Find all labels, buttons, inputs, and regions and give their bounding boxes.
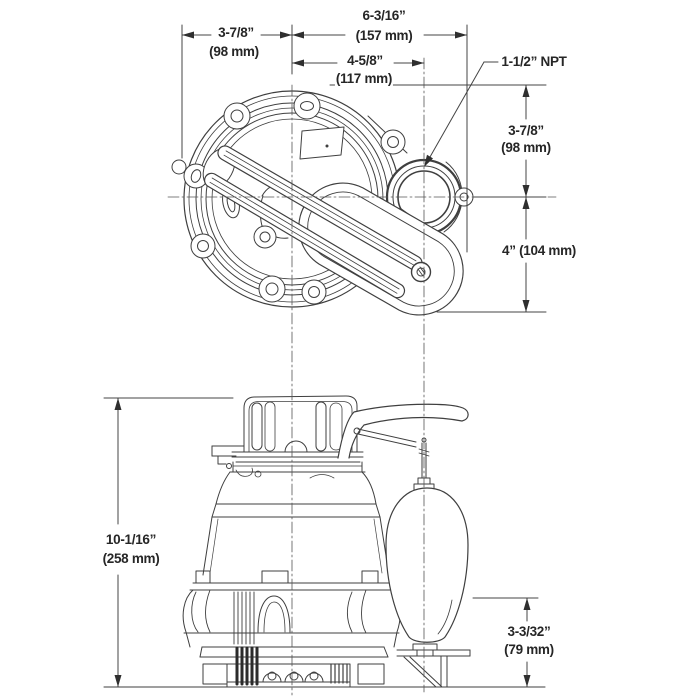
dimension-lines — [103, 24, 547, 688]
float-linkage — [353, 427, 417, 448]
stand-legs — [403, 655, 448, 688]
float — [385, 487, 469, 657]
dim-width-right-inches: 6-3/16” — [361, 7, 407, 24]
dim-port-offset-mm: (117 mm) — [334, 70, 394, 87]
dim-port-offset-inches: 4-5/8” — [346, 52, 384, 69]
carry-handle — [337, 403, 469, 459]
cap-bracket — [211, 445, 245, 469]
dim-overall-height-mm: (258 mm) — [101, 550, 161, 567]
dimension-arrowheads — [114, 31, 531, 687]
dim-width-left-mm: (98 mm) — [208, 43, 260, 60]
side-view-drawing — [103, 395, 546, 688]
dim-float-level-mm: (79 mm) — [503, 641, 555, 658]
top-view-drawing — [171, 90, 474, 316]
dim-overall-height-inches: 10-1/16” — [104, 531, 158, 548]
float-rod-guard — [202, 145, 423, 299]
dim-port-to-bottom: 4” (104 mm) — [501, 242, 577, 259]
arm-pivot-screw — [410, 261, 432, 283]
dim-width-left-inches: 3-7/8” — [217, 24, 255, 41]
bolt-lugs — [171, 92, 406, 305]
dim-float-level-inches: 3-3/32” — [506, 623, 552, 640]
base-strainer — [202, 663, 385, 688]
dim-top-to-port-mm: (98 mm) — [500, 139, 552, 156]
switch-plate — [299, 126, 345, 160]
volute-casting — [182, 570, 401, 658]
vent-slots — [233, 591, 348, 686]
dim-width-right-mm: (157 mm) — [354, 27, 414, 44]
pump-body — [202, 461, 390, 576]
port-size-callout: 1-1/2” NPT — [500, 53, 568, 70]
dim-top-to-port-inches: 3-7/8” — [507, 122, 545, 139]
